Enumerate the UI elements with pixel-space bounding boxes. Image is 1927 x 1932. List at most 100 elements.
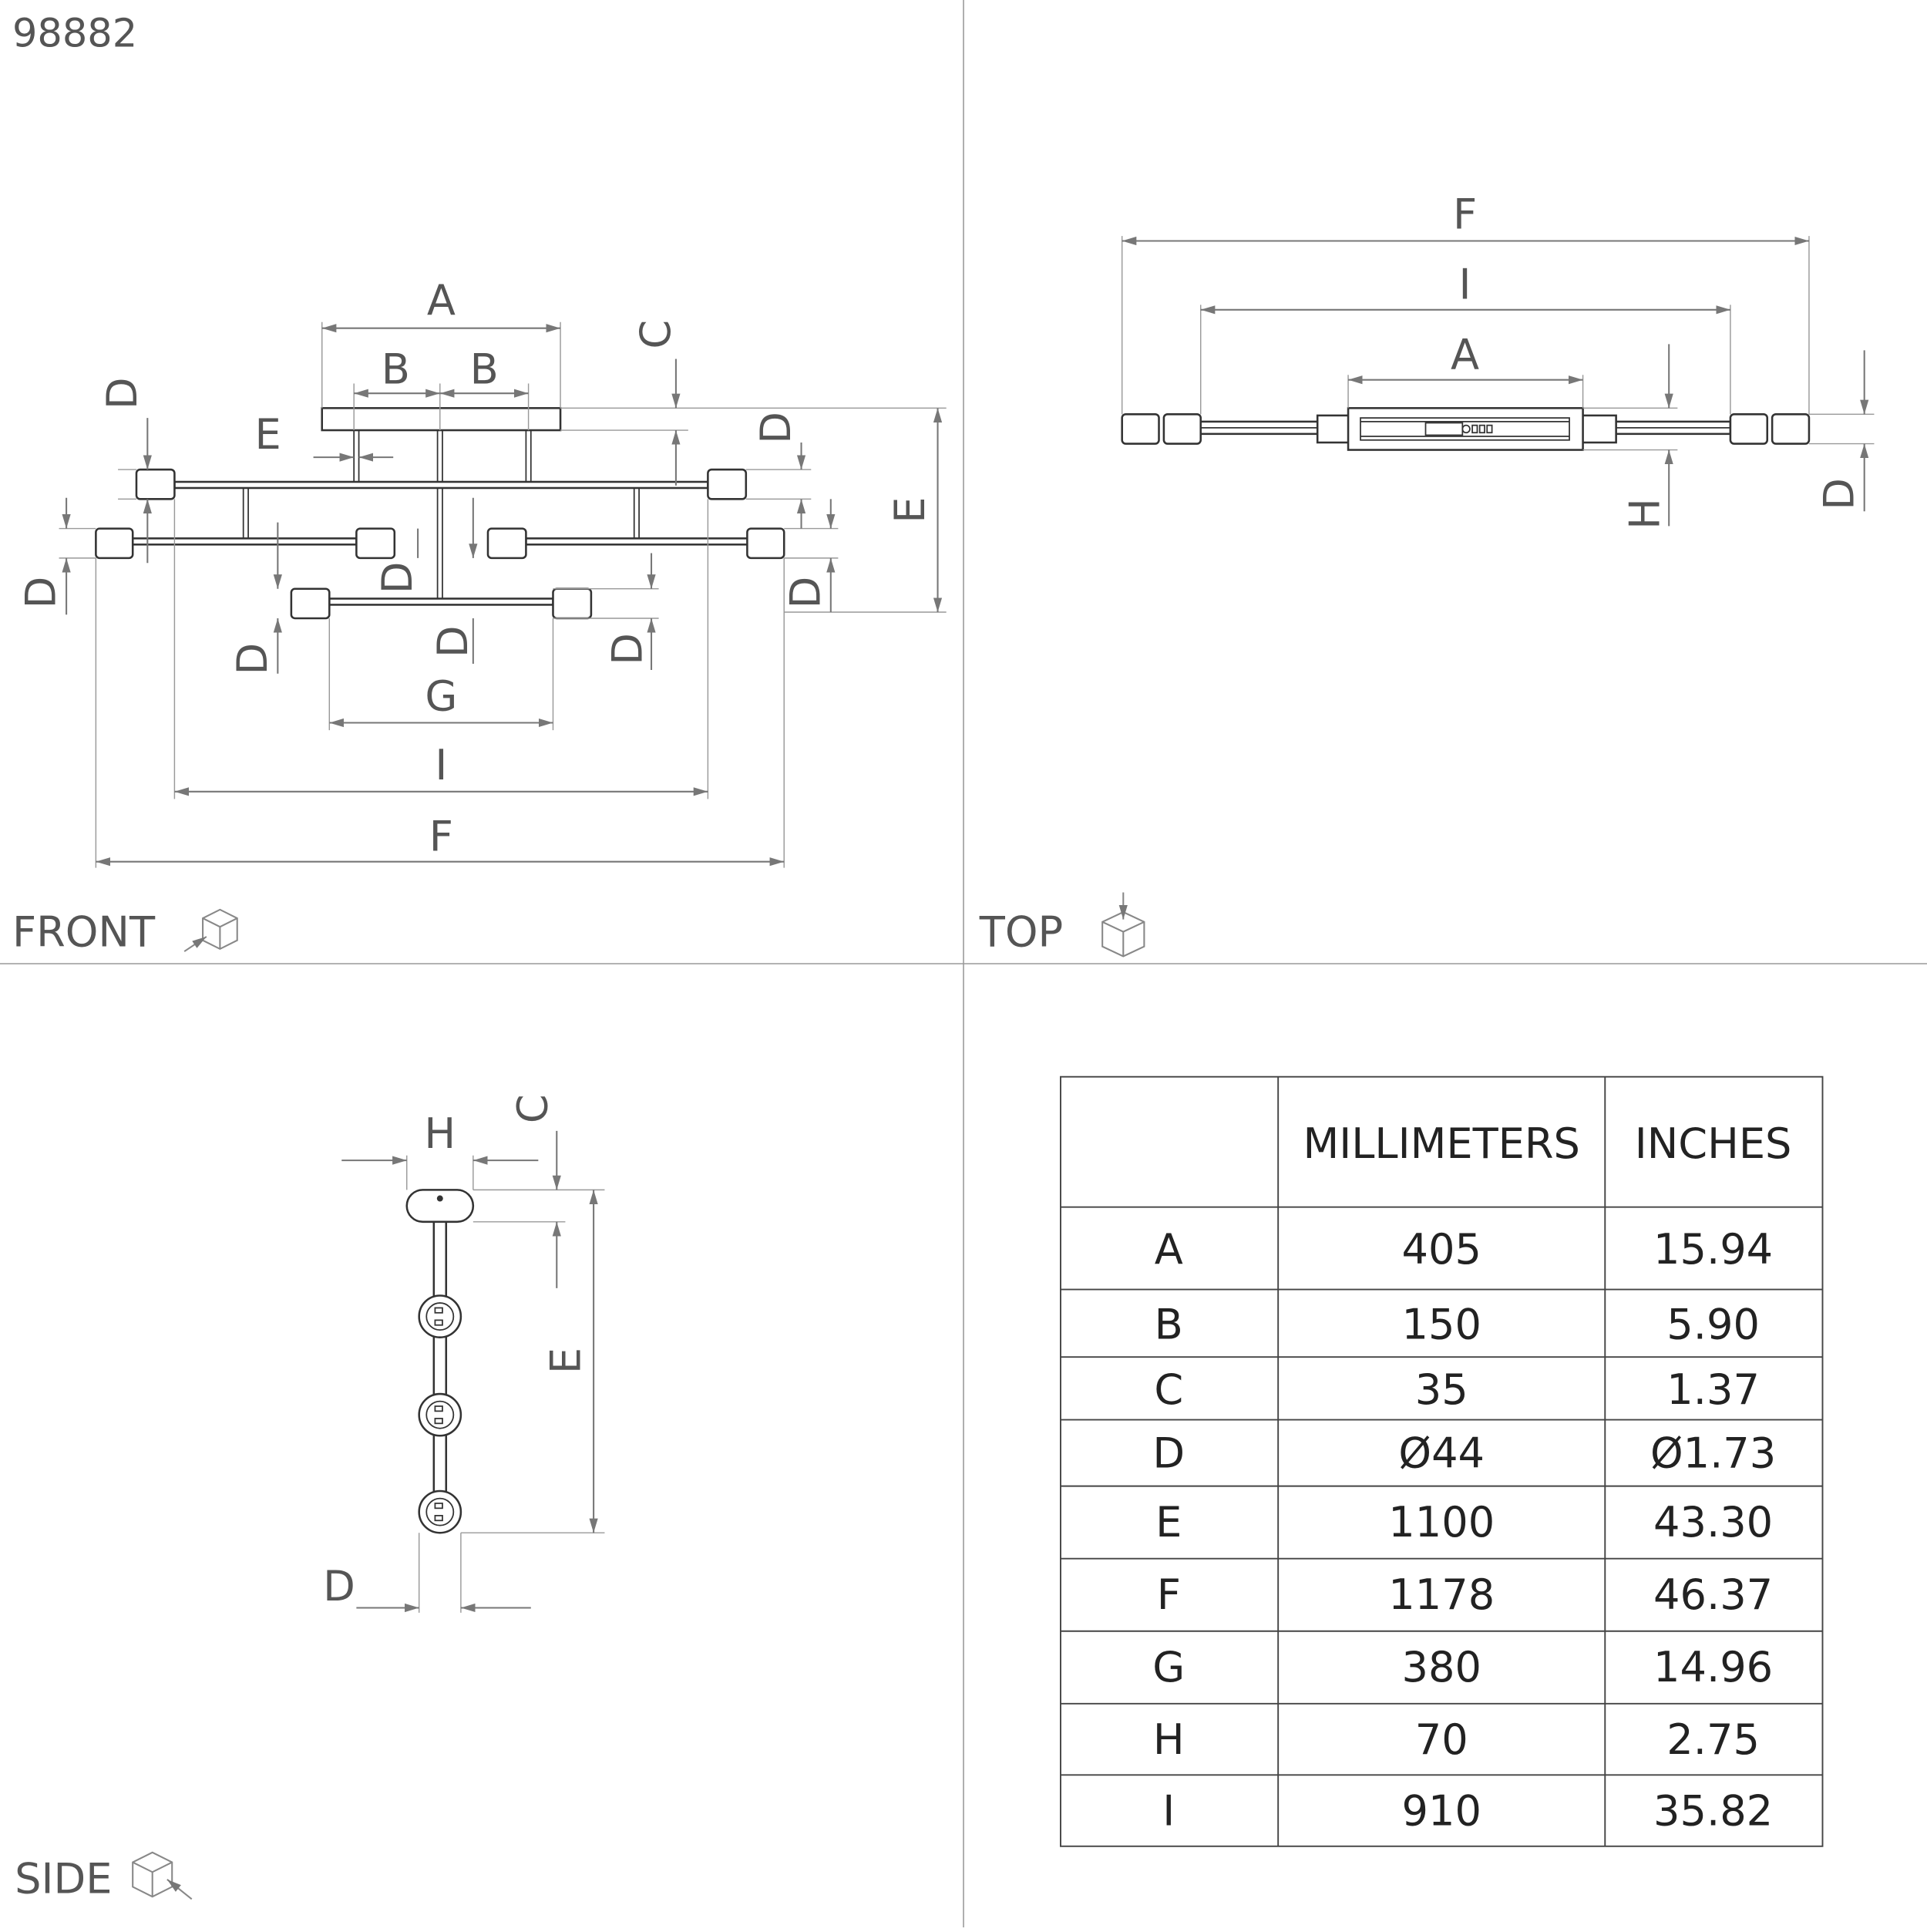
cube-top-view-icon <box>1101 892 1145 958</box>
label-D-front-1: D <box>98 377 146 409</box>
table-row: A 405 15.94 <box>1155 1225 1773 1274</box>
label-D-front-6: D <box>373 562 422 594</box>
table-row: F 1178 46.37 <box>1157 1570 1773 1619</box>
svg-text:14.96: 14.96 <box>1653 1643 1773 1691</box>
lamp-head <box>707 468 748 500</box>
svg-text:G: G <box>1152 1643 1185 1691</box>
svg-text:910: 910 <box>1402 1787 1481 1836</box>
svg-text:H: H <box>1153 1715 1185 1764</box>
ceiling-plate <box>321 407 562 432</box>
middle-arm-right <box>525 537 751 546</box>
side-stem <box>432 1220 448 1523</box>
lamp-head <box>552 587 593 620</box>
middle-arm-left <box>131 537 358 546</box>
label-C-side: C <box>509 1094 557 1123</box>
side-view: H C E D SIDE <box>15 1094 605 1903</box>
label-D-front-5: D <box>228 643 277 675</box>
table-row: C 35 1.37 <box>1154 1365 1760 1414</box>
lamp-head <box>1162 413 1202 445</box>
table-header-millimeters: MILLIMETERS <box>1303 1119 1579 1168</box>
table-row: I 910 35.82 <box>1162 1787 1773 1836</box>
label-A-top: A <box>1451 330 1479 379</box>
label-E-front-rod: E <box>254 410 281 459</box>
lamp-head <box>1771 413 1811 445</box>
label-B-front-right: B <box>470 345 499 393</box>
svg-text:1178: 1178 <box>1388 1570 1495 1619</box>
label-D-front-7: D <box>429 625 477 658</box>
svg-text:35.82: 35.82 <box>1653 1787 1773 1836</box>
label-F-top: F <box>1453 190 1477 239</box>
table-row: E 1100 43.30 <box>1155 1498 1773 1547</box>
lamp-head <box>135 468 176 500</box>
lamp-head <box>418 1489 462 1534</box>
table-header-inches: INCHES <box>1635 1119 1792 1168</box>
lamp-head <box>1121 413 1160 445</box>
svg-text:15.94: 15.94 <box>1653 1225 1773 1274</box>
label-H-top: H <box>1620 498 1669 530</box>
lamp-head <box>290 587 331 620</box>
svg-text:5.90: 5.90 <box>1666 1300 1760 1348</box>
svg-text:35: 35 <box>1415 1365 1468 1414</box>
label-G-front: G <box>425 672 457 721</box>
side-view-label: SIDE <box>15 1854 112 1903</box>
cube-front-view-icon <box>183 908 238 952</box>
svg-text:C: C <box>1154 1365 1183 1414</box>
lower-arm <box>328 597 554 606</box>
svg-text:A: A <box>1155 1225 1183 1274</box>
label-D-side: D <box>323 1562 355 1611</box>
lamp-head <box>746 527 785 560</box>
svg-text:B: B <box>1155 1300 1183 1348</box>
label-A-front: A <box>427 276 456 325</box>
svg-text:43.30: 43.30 <box>1653 1498 1773 1547</box>
svg-text:Ø44: Ø44 <box>1398 1429 1485 1478</box>
table-row: B 150 5.90 <box>1155 1300 1760 1348</box>
table-row: D Ø44 Ø1.73 <box>1152 1429 1776 1478</box>
dimension-table: MILLIMETERS INCHES A 405 15.94 B 150 5.9… <box>1060 1075 1824 1847</box>
lamp-head <box>418 1294 462 1338</box>
svg-text:150: 150 <box>1402 1300 1481 1348</box>
svg-text:1.37: 1.37 <box>1666 1365 1760 1414</box>
front-view-label: FRONT <box>12 908 156 957</box>
top-canopy <box>1347 407 1584 451</box>
svg-text:E: E <box>1155 1498 1182 1547</box>
table-row: H 70 2.75 <box>1153 1715 1760 1764</box>
upper-arm <box>173 480 709 490</box>
label-E-front: E <box>886 497 934 523</box>
svg-text:2.75: 2.75 <box>1666 1715 1760 1764</box>
label-D-front-3: D <box>752 412 800 444</box>
label-F-front: F <box>429 812 453 860</box>
table-row: G 380 14.96 <box>1152 1643 1773 1691</box>
label-I-top: I <box>1459 260 1471 308</box>
model-number: 98882 <box>12 12 137 57</box>
lamp-head <box>1729 413 1769 445</box>
lamp-head <box>418 1392 462 1437</box>
cube-side-view-icon <box>132 1851 193 1900</box>
label-H-side: H <box>424 1109 456 1158</box>
lamp-head <box>486 527 527 560</box>
label-E-side: E <box>542 1348 590 1374</box>
svg-text:I: I <box>1162 1787 1175 1836</box>
svg-text:46.37: 46.37 <box>1653 1570 1773 1619</box>
lamp-head <box>355 527 396 560</box>
label-D-front-2: D <box>17 577 66 609</box>
svg-text:405: 405 <box>1402 1225 1481 1274</box>
top-view: F I A H D TOP <box>979 190 1875 958</box>
svg-text:D: D <box>1152 1429 1185 1478</box>
label-B-front-left: B <box>382 345 410 393</box>
top-view-label: TOP <box>979 908 1063 957</box>
label-C-front: C <box>631 320 680 349</box>
front-view: A B B C E E D D D D D D <box>12 276 947 957</box>
label-D-front-4: D <box>781 577 829 609</box>
label-I-front: I <box>435 741 447 789</box>
label-D-front-8: D <box>603 633 651 665</box>
label-D-top: D <box>1814 478 1863 510</box>
svg-text:380: 380 <box>1402 1643 1481 1691</box>
side-canopy <box>405 1189 475 1223</box>
svg-text:70: 70 <box>1415 1715 1468 1764</box>
svg-text:Ø1.73: Ø1.73 <box>1650 1429 1776 1478</box>
svg-text:1100: 1100 <box>1388 1498 1495 1547</box>
lamp-head <box>95 527 134 560</box>
svg-text:F: F <box>1157 1570 1181 1619</box>
